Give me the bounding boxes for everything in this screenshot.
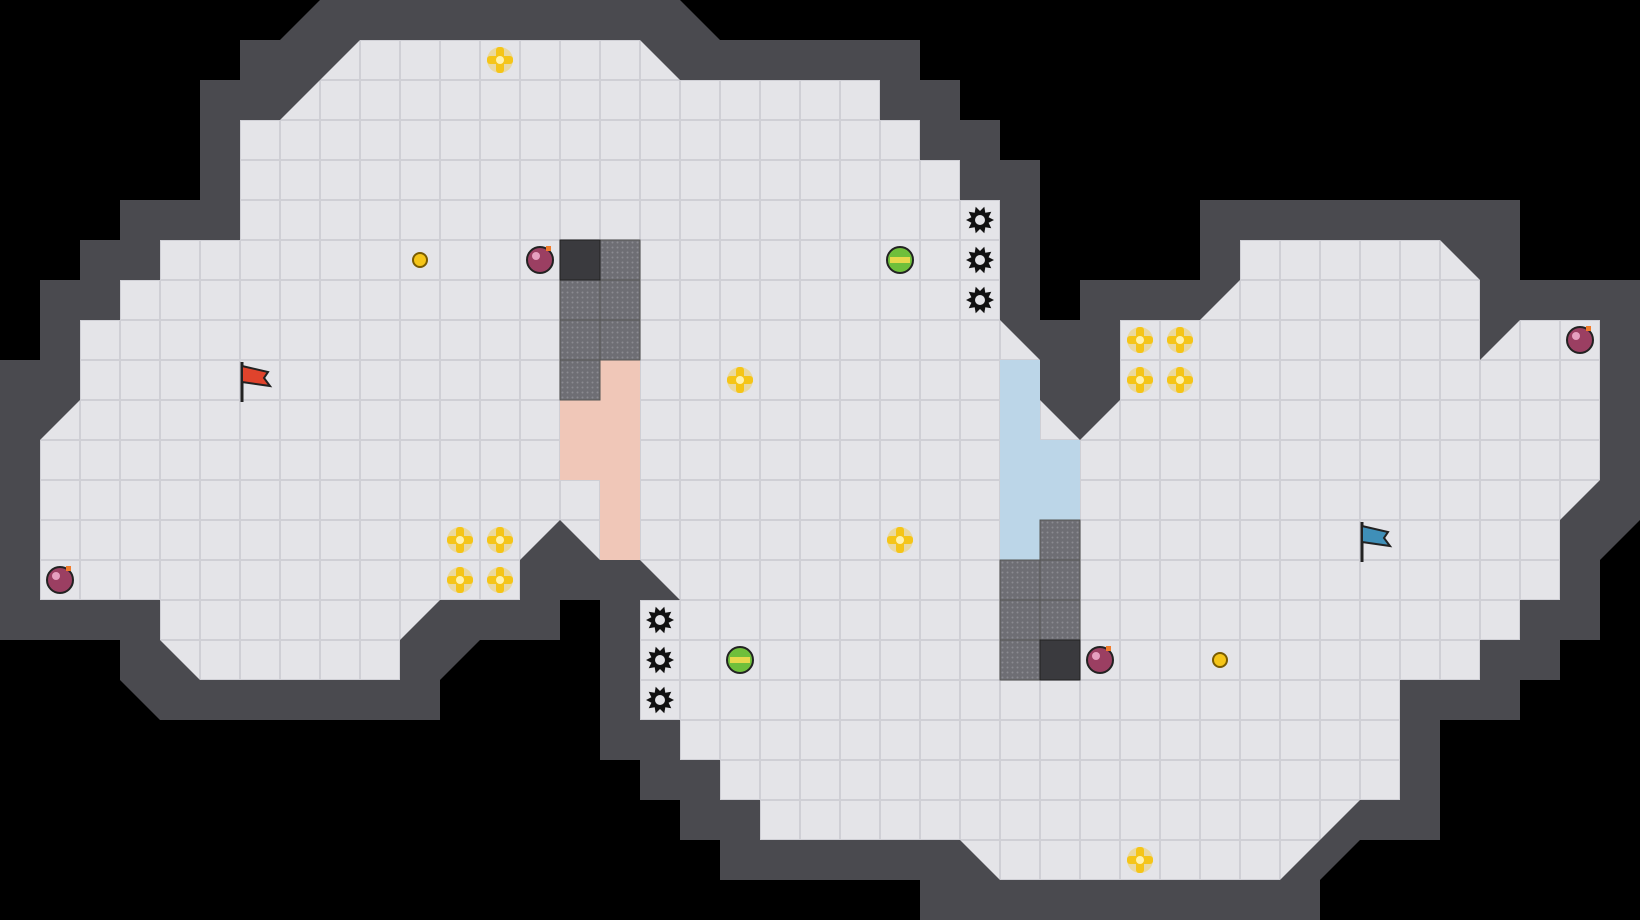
floor-layer xyxy=(40,40,1600,880)
gate-icon xyxy=(559,359,601,401)
powerup-icon xyxy=(887,527,913,553)
gate-icon xyxy=(599,239,641,281)
gate-icon xyxy=(999,559,1041,601)
powerups xyxy=(447,47,1193,873)
gate-icon xyxy=(559,279,601,321)
boost-pad-icon xyxy=(886,246,914,274)
powerup-icon xyxy=(1127,367,1153,393)
blue-flag-icon xyxy=(1360,522,1393,562)
powerup-icon xyxy=(447,567,473,593)
bomb-icon xyxy=(46,566,74,594)
powerup-icon xyxy=(447,527,473,553)
powerup-icon xyxy=(487,47,513,73)
red-team-zone xyxy=(560,360,640,560)
spike-icon xyxy=(646,606,674,634)
blue-team-zone xyxy=(1000,360,1080,560)
gate-icon xyxy=(599,319,641,361)
portal-icon xyxy=(1212,652,1228,668)
powerup-icon xyxy=(1167,367,1193,393)
bombs xyxy=(46,246,1594,674)
bomb-icon xyxy=(1566,326,1594,354)
gate-icon xyxy=(1039,599,1081,641)
powerup-icon xyxy=(487,567,513,593)
powerup-icon xyxy=(1127,327,1153,353)
powerup-icon xyxy=(1127,847,1153,873)
spike-icon xyxy=(966,286,994,314)
button-icon xyxy=(559,239,601,281)
boost-pads xyxy=(726,246,914,674)
spike-icon xyxy=(966,206,994,234)
gate-icon xyxy=(999,639,1041,681)
portal-icon xyxy=(412,252,428,268)
powerup-icon xyxy=(727,367,753,393)
spike-icon xyxy=(966,246,994,274)
spike-icon xyxy=(646,686,674,714)
gate-icon xyxy=(599,279,641,321)
gate-icon xyxy=(1039,519,1081,561)
button-icon xyxy=(1039,639,1081,681)
powerup-icon xyxy=(487,527,513,553)
spikes xyxy=(646,206,994,714)
gate-icon xyxy=(1039,559,1081,601)
red-flag-icon xyxy=(240,362,273,402)
bomb-icon xyxy=(526,246,554,274)
powerup-icon xyxy=(1167,327,1193,353)
gate-blocks xyxy=(559,239,1081,681)
boost-pad-icon xyxy=(726,646,754,674)
bomb-icon xyxy=(1086,646,1114,674)
spike-icon xyxy=(646,646,674,674)
gate-icon xyxy=(559,319,601,361)
gate-icon xyxy=(999,599,1041,641)
portals xyxy=(412,252,1228,668)
